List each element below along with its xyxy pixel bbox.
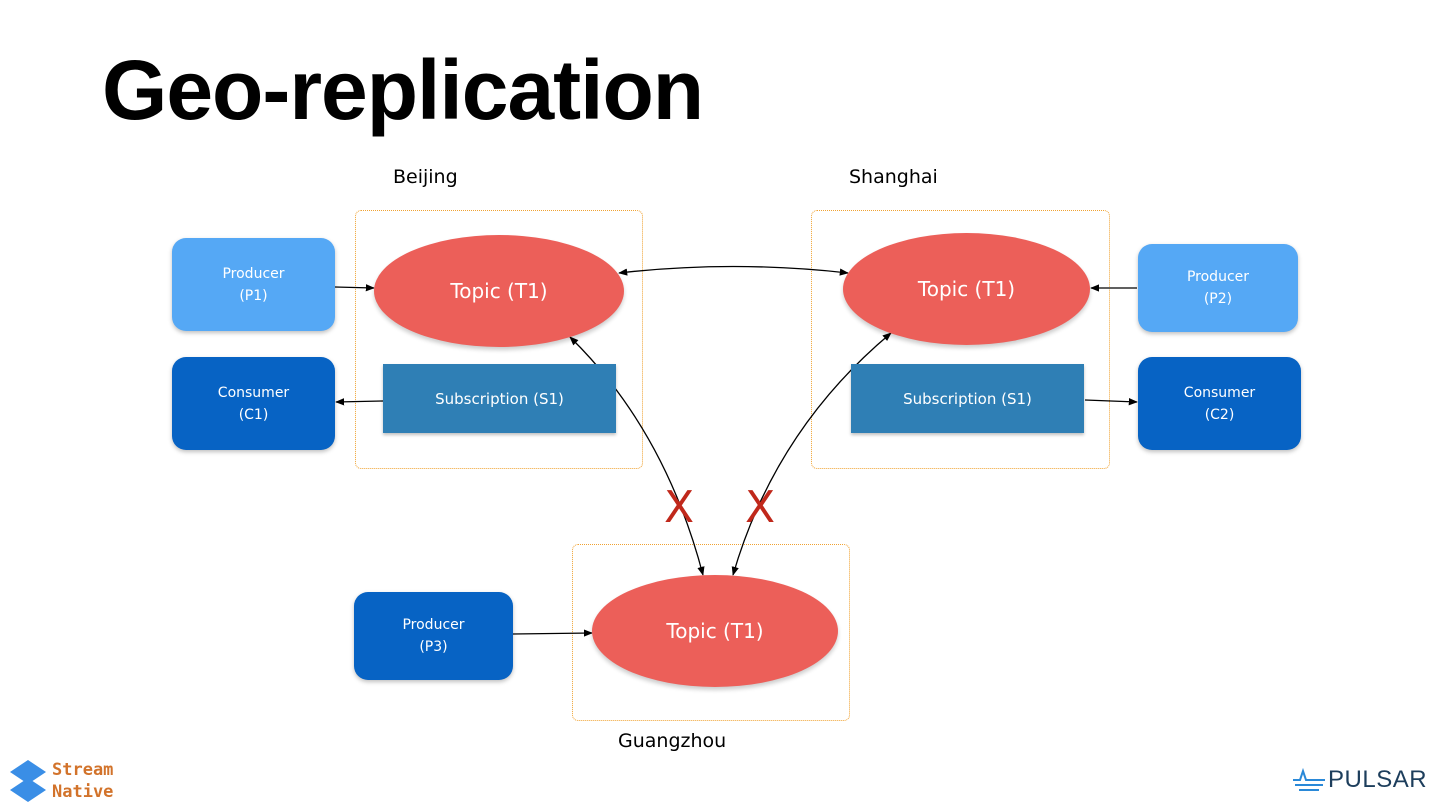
arrow-beijing-guangzhou-replication <box>569 336 705 576</box>
streamnative-logo: Stream Native <box>8 758 113 804</box>
page-title: Geo-replication <box>102 43 704 137</box>
subscription-beijing-label: Subscription (S1) <box>435 389 564 408</box>
topic-shanghai: Topic (T1) <box>843 233 1090 345</box>
region-label-shanghai: Shanghai <box>849 166 938 188</box>
producer-p2: Producer (P2) <box>1138 244 1298 332</box>
producer-p2-line2: (P2) <box>1203 291 1233 307</box>
arrow-shanghai-guangzhou-replication <box>731 332 892 576</box>
pulsar-logo: PULSAR <box>1292 766 1427 794</box>
arrow-p1-to-beijing-topic <box>334 284 375 292</box>
arrow-beijing-shanghai-replication <box>618 265 849 276</box>
streamnative-logo-line2: Native <box>52 782 114 802</box>
producer-p3: Producer (P3) <box>354 592 513 680</box>
consumer-c2-line1: Consumer <box>1183 384 1256 401</box>
streamnative-logo-icon <box>10 760 46 802</box>
producer-p3-line1: Producer <box>402 617 465 633</box>
region-label-beijing: Beijing <box>393 166 458 188</box>
subscription-shanghai: Subscription (S1) <box>851 364 1084 433</box>
producer-p1: Producer (P1) <box>172 238 335 331</box>
consumer-c1: Consumer (C1) <box>172 357 335 450</box>
topic-beijing-label: Topic (T1) <box>450 279 548 303</box>
streamnative-logo-line1: Stream <box>52 760 114 780</box>
topic-shanghai-label: Topic (T1) <box>917 277 1016 301</box>
x-mark-shanghai-guangzhou: X <box>745 482 776 533</box>
subscription-shanghai-label: Subscription (S1) <box>903 389 1032 408</box>
region-label-guangzhou: Guangzhou <box>618 730 727 752</box>
arrow-p3-to-guangzhou-topic <box>512 629 593 637</box>
arrow-shanghai-sub-to-c2 <box>1084 398 1138 406</box>
producer-p2-line1: Producer <box>1186 269 1250 285</box>
pulsar-logo-icon <box>1293 767 1325 791</box>
consumer-c2-line2: (C2) <box>1204 406 1235 423</box>
topic-guangzhou: Topic (T1) <box>592 575 838 687</box>
topic-beijing: Topic (T1) <box>374 235 624 347</box>
producer-p1-line1: Producer <box>222 265 285 282</box>
consumer-c1-line2: (C1) <box>238 406 269 423</box>
pulsar-logo-text: PULSAR <box>1328 766 1428 793</box>
arrow-beijing-sub-to-c1 <box>335 398 384 406</box>
topic-guangzhou-label: Topic (T1) <box>666 619 764 643</box>
producer-p3-line2: (P3) <box>419 639 448 655</box>
subscription-beijing: Subscription (S1) <box>383 364 616 433</box>
x-mark-beijing-guangzhou: X <box>664 482 695 533</box>
producer-p1-line2: (P1) <box>239 287 268 304</box>
consumer-c2: Consumer (C2) <box>1138 357 1301 450</box>
region-box-guangzhou <box>572 544 850 721</box>
consumer-c1-line1: Consumer <box>217 384 290 401</box>
